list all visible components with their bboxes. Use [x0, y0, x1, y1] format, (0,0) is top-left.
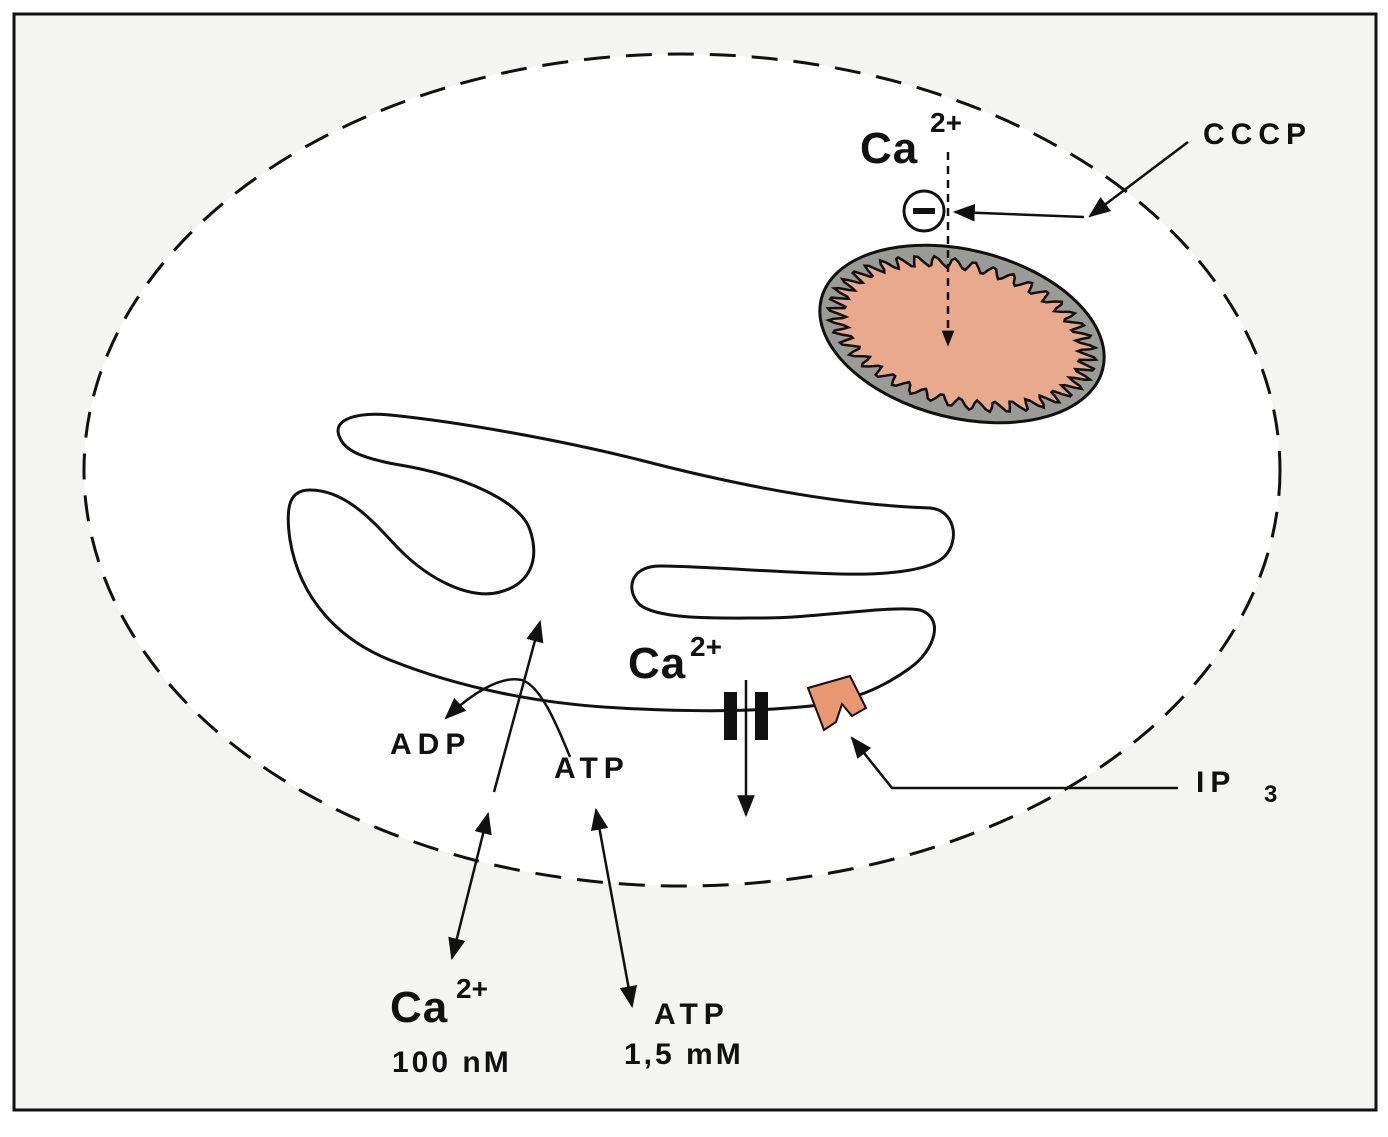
- ip3-label: IP: [1196, 766, 1236, 799]
- ca-out-sup: 2+: [456, 973, 488, 1004]
- ca-channel-sup: 2+: [690, 631, 722, 662]
- cccp-label: CCCP: [1203, 118, 1312, 151]
- adp-label: ADP: [390, 728, 471, 761]
- atp-inner-label: ATP: [554, 752, 630, 785]
- ip3-sub: 3: [1264, 781, 1277, 808]
- ca-top-sup: 2+: [930, 107, 962, 138]
- minus-circle-icon: [902, 189, 946, 233]
- ca-out-conc: 100 nM: [392, 1046, 512, 1079]
- cccp-inhibition-arrow: [952, 203, 1085, 222]
- atp-exchange-arrow: [590, 807, 638, 1009]
- ca-channel: [724, 692, 768, 740]
- ca-pump-arrow: [492, 619, 544, 793]
- ca-channel-label: Ca: [628, 639, 686, 688]
- atp-out-conc: 1,5 mM: [624, 1038, 744, 1071]
- cccp-arrow: [1088, 141, 1189, 218]
- ca-top-label: Ca: [860, 124, 918, 173]
- ip3-receptor: [806, 674, 868, 732]
- endoplasmic-reticulum: [286, 412, 955, 713]
- ip3-arrow: [850, 736, 1178, 790]
- ca-exchange-arrow: [448, 811, 492, 961]
- atp-to-adp-arrow: [444, 677, 572, 758]
- mitochondrion: [818, 243, 1106, 425]
- ca-out-label: Ca: [390, 983, 448, 1032]
- atp-out-label: ATP: [654, 998, 730, 1031]
